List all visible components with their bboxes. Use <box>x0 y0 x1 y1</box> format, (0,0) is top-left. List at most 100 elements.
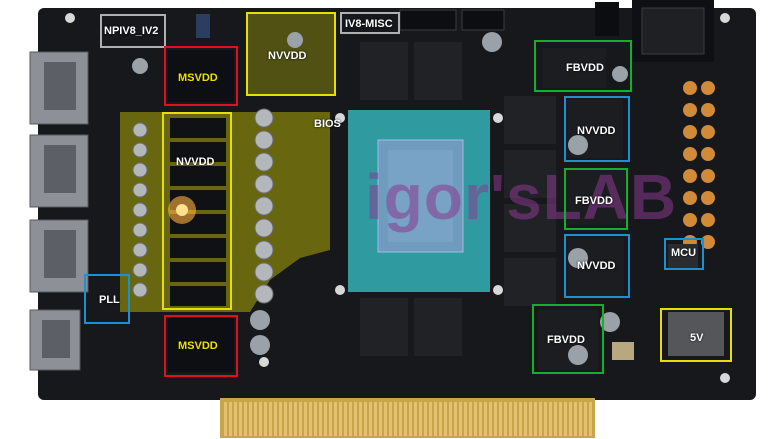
capacitor <box>254 196 274 216</box>
edge-pin <box>339 402 342 436</box>
choke <box>170 262 226 282</box>
copper-pad <box>701 213 715 227</box>
edge-pin <box>374 402 377 436</box>
edge-pin <box>369 402 372 436</box>
edge-pin <box>294 402 297 436</box>
edge-pin <box>554 402 557 436</box>
zone-msvdd-top <box>164 46 238 106</box>
nvvdd-chokes <box>170 118 226 306</box>
nvvdd-top-highlight <box>248 12 336 96</box>
edge-pin <box>434 402 437 436</box>
edge-pin <box>249 402 252 436</box>
choke <box>170 142 226 162</box>
edge-pin <box>504 402 507 436</box>
edge-pin <box>264 402 267 436</box>
capacitor-column <box>132 108 274 304</box>
msvdd-bottom-mosfets <box>168 318 234 372</box>
copper-pad <box>683 125 697 139</box>
display-ports <box>29 51 89 371</box>
edge-pin <box>329 402 332 436</box>
edge-pin <box>469 402 472 436</box>
zone-mcu <box>664 238 704 270</box>
capacitor <box>254 108 274 128</box>
edge-pin <box>304 402 307 436</box>
capacitor <box>132 242 148 258</box>
copper-pad <box>701 191 715 205</box>
capacitor <box>254 262 274 282</box>
edge-pin <box>389 402 392 436</box>
label-fbvdd-mid: FBVDD <box>575 195 613 207</box>
edge-pin <box>574 402 577 436</box>
edge-pin <box>229 402 232 436</box>
edge-pin <box>514 402 517 436</box>
capacitor <box>254 174 274 194</box>
choke <box>170 238 226 258</box>
zone-npiv8-iv2 <box>100 14 166 48</box>
edge-pin <box>529 402 532 436</box>
edge-pin <box>449 402 452 436</box>
edge-pin <box>429 402 432 436</box>
zone-fbvdd-mid <box>564 168 628 230</box>
edge-pin <box>474 402 477 436</box>
label-iv8-misc: IV8-MISC <box>345 18 393 30</box>
edge-pin <box>424 402 427 436</box>
edge-pin <box>284 402 287 436</box>
edge-pin <box>289 402 292 436</box>
edge-pin <box>439 402 442 436</box>
edge-pin <box>584 402 587 436</box>
zone-iv8-misc <box>340 12 400 34</box>
zone-nvvdd-right-top <box>564 96 630 162</box>
edge-pin <box>324 402 327 436</box>
copper-pad <box>701 147 715 161</box>
label-msvdd-top: MSVDD <box>178 72 218 84</box>
power-connector <box>595 0 714 62</box>
edge-pin <box>489 402 492 436</box>
edge-pin <box>499 402 502 436</box>
edge-pin <box>569 402 572 436</box>
edge-pin <box>534 402 537 436</box>
copper-pad <box>683 81 697 95</box>
edge-pin <box>494 402 497 436</box>
edge-pin <box>479 402 482 436</box>
copper-pad <box>683 103 697 117</box>
edge-pin <box>509 402 512 436</box>
copper-pad <box>701 81 715 95</box>
choke <box>170 118 226 138</box>
light-flare <box>168 196 196 224</box>
label-bios: BIOS <box>314 118 341 130</box>
capacitor <box>132 202 148 218</box>
edge-pin <box>444 402 447 436</box>
zone-nvvdd-main <box>162 112 232 310</box>
edge-pin <box>274 402 277 436</box>
label-mcu: MCU <box>671 247 697 259</box>
edge-pin <box>419 402 422 436</box>
label-nvvdd-top: NVVDD <box>268 50 307 62</box>
edge-pin <box>409 402 412 436</box>
edge-pin <box>384 402 387 436</box>
choke <box>170 166 226 186</box>
edge-pin <box>394 402 397 436</box>
edge-pin <box>319 402 322 436</box>
edge-pin <box>544 402 547 436</box>
fan-header-1 <box>399 9 457 31</box>
edge-pin <box>459 402 462 436</box>
fan-header-2 <box>461 9 505 31</box>
capacitor <box>254 130 274 150</box>
edge-pin <box>524 402 527 436</box>
copper-pad <box>701 103 715 117</box>
zone-nvvdd-right-bottom <box>564 234 630 298</box>
zone-msvdd-bottom <box>164 315 238 377</box>
edge-pin <box>399 402 402 436</box>
label-nvvdd-right-bottom: NVVDD <box>577 260 616 272</box>
capacitor <box>254 152 274 172</box>
choke <box>170 286 226 306</box>
memory-chips <box>360 42 556 356</box>
edge-pin <box>314 402 317 436</box>
edge-pin <box>349 402 352 436</box>
label-nvvdd-main: NVVDD <box>176 156 215 168</box>
zone-5v <box>660 308 732 362</box>
edge-pin <box>414 402 417 436</box>
capacitor <box>132 262 148 278</box>
capacitor <box>132 282 148 298</box>
small-capacitor <box>196 14 210 38</box>
